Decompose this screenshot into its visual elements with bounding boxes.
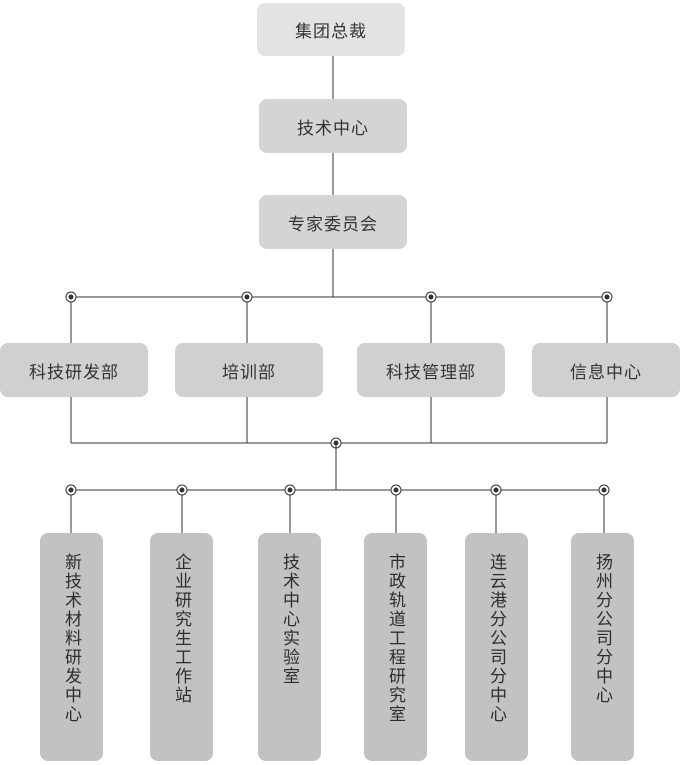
node-ceo: 集团总裁 [257, 3, 405, 56]
node-dept-info: 信息中心 [532, 343, 680, 397]
node-unit-new-materials-label: 新技术材料研发中心 [61, 553, 81, 724]
node-experts: 专家委员会 [259, 195, 407, 249]
node-unit-new-materials: 新技术材料研发中心 [40, 533, 103, 761]
node-tech-center-label: 技术中心 [297, 118, 369, 139]
junction-dot-unit-3 [390, 484, 402, 496]
junction-dot-dept-1 [241, 291, 253, 303]
node-ceo-label: 集团总裁 [295, 22, 367, 42]
node-dept-tech-mgmt: 科技管理部 [357, 343, 505, 397]
junction-dot-dept-0 [65, 291, 77, 303]
node-dept-tech-mgmt-label: 科技管理部 [386, 362, 476, 383]
node-unit-tech-lab: 技术中心实验室 [258, 533, 321, 761]
node-tech-center: 技术中心 [259, 99, 407, 153]
node-unit-enterprise-station-label: 企业研究生工作站 [171, 553, 191, 705]
node-unit-municipal-rail: 市政轨道工程研究室 [364, 533, 427, 761]
node-dept-training: 培训部 [175, 343, 323, 397]
junction-dot-dept-3 [601, 291, 613, 303]
junction-dot-dept-2 [425, 291, 437, 303]
junction-dot-unit-0 [65, 484, 77, 496]
node-dept-rnd: 科技研发部 [0, 343, 148, 397]
junction-dot-unit-5 [598, 484, 610, 496]
node-dept-rnd-label: 科技研发部 [29, 362, 119, 383]
node-unit-yangzhou-label: 扬州分公司分中心 [592, 553, 612, 705]
junction-dot-unit-2 [284, 484, 296, 496]
node-unit-enterprise-station: 企业研究生工作站 [150, 533, 213, 761]
node-unit-yangzhou: 扬州分公司分中心 [571, 533, 634, 761]
node-unit-lianyungang-label: 连云港分公司分中心 [486, 553, 506, 724]
node-experts-label: 专家委员会 [288, 214, 378, 235]
node-dept-info-label: 信息中心 [570, 362, 642, 383]
junction-dot-unit-1 [176, 484, 188, 496]
node-unit-lianyungang: 连云港分公司分中心 [465, 533, 528, 761]
node-dept-training-label: 培训部 [222, 362, 276, 383]
node-unit-municipal-rail-label: 市政轨道工程研究室 [385, 553, 405, 724]
junction-dot-unit-4 [490, 484, 502, 496]
node-unit-tech-lab-label: 技术中心实验室 [279, 553, 299, 686]
